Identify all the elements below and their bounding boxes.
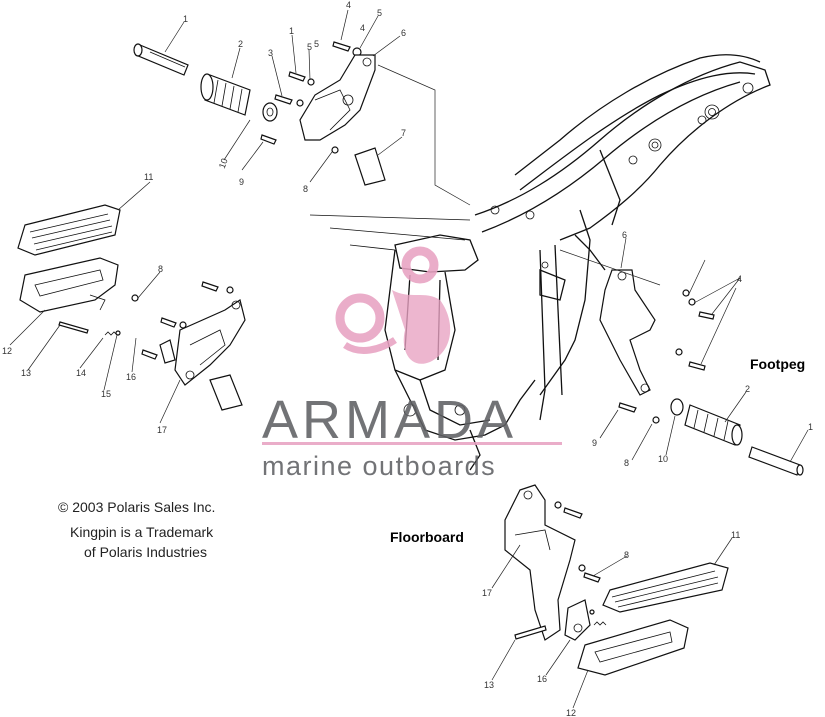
callout-label: 4 — [737, 274, 742, 284]
callout-label: 11 — [731, 530, 740, 540]
callout-label: 14 — [76, 368, 86, 378]
callout-label: 3 — [268, 48, 273, 58]
floorboard-bracket — [504, 484, 591, 641]
hinge-pin — [514, 625, 547, 640]
callout-label: 10 — [658, 454, 668, 464]
trademark-line: Kingpin is a Trademark — [70, 524, 214, 540]
callout-label: 15 — [101, 389, 111, 399]
callout-label: 1 — [289, 26, 294, 36]
washer — [262, 102, 278, 122]
floorboard-group-right — [504, 484, 729, 676]
floorboard-base — [19, 257, 119, 313]
section-label-floorboard: Floorboard — [390, 529, 464, 545]
callout-label: 13 — [484, 680, 494, 690]
callout-label: 1 — [183, 14, 188, 24]
footpeg-bracket — [599, 269, 656, 396]
section-label-footpeg: Footpeg — [750, 356, 805, 372]
floorboard-pad — [602, 562, 729, 613]
spring — [104, 331, 118, 336]
watermark-tagline: marine outboards — [262, 451, 496, 481]
footpeg-group-left — [133, 41, 471, 206]
callout-label: 1 — [808, 422, 813, 432]
pivot-block — [354, 147, 386, 186]
bolt — [332, 41, 351, 52]
callout-label: 2 — [238, 39, 243, 49]
callout-label: 16 — [537, 674, 547, 684]
floorboard-pad — [17, 204, 121, 256]
trademark-line: of Polaris Industries — [84, 544, 207, 560]
callout-label: 11 — [144, 172, 153, 182]
copyright-line: © 2003 Polaris Sales Inc. — [58, 499, 215, 515]
callout-label: 6 — [401, 28, 406, 38]
floorboard-base — [577, 619, 689, 676]
footpeg-bracket — [299, 54, 376, 141]
hinge-pin — [58, 321, 89, 334]
watermark: ARMADA marine outboards — [262, 246, 562, 481]
callout-numbers-footpeg-right: 6 4 2 1 9 8 10 — [592, 230, 813, 468]
callout-label: 7 — [401, 128, 406, 138]
callout-label: 10 — [217, 157, 230, 170]
callout-numbers-floorboard-right: 8 11 17 13 16 12 — [482, 530, 740, 717]
callout-label: 8 — [303, 184, 308, 194]
floorboard-bracket — [159, 299, 246, 411]
bolt — [260, 134, 277, 145]
footpeg-rubber — [200, 73, 251, 116]
callout-leaders — [9, 9, 809, 709]
footpeg-rubber — [684, 404, 743, 446]
footpeg-pin — [133, 43, 189, 76]
callout-label: 2 — [745, 384, 750, 394]
watermark-brand: ARMADA — [262, 390, 517, 450]
callout-label: 12 — [2, 346, 12, 356]
callout-label: 12 — [566, 708, 576, 717]
watermark-logo-mark — [335, 246, 451, 364]
callout-label: 8 — [624, 458, 629, 468]
callout-label: 4 — [360, 23, 365, 33]
callout-label: 8 — [158, 264, 163, 274]
bolt — [288, 71, 306, 82]
washer — [670, 398, 684, 416]
callout-numbers-floorboard-left: 11 12 8 13 14 15 16 17 — [2, 172, 167, 435]
callout-label: 5 — [377, 8, 382, 18]
callout-label: 8 — [624, 550, 629, 560]
callout-label: 13 — [21, 368, 31, 378]
callout-label: 9 — [239, 177, 244, 187]
callout-label: 16 — [126, 372, 136, 382]
callout-label: 17 — [482, 588, 492, 598]
callout-label: 17 — [157, 425, 167, 435]
callout-label: 6 — [622, 230, 627, 240]
callout-label: 5 — [307, 42, 312, 52]
floorboard-group-left — [17, 204, 246, 411]
callout-numbers-footpeg-left: 1 2 3 4 5 1 5 6 10 9 8 7 4 5 — [183, 0, 406, 194]
bolt — [274, 94, 293, 105]
footpeg-group-right — [559, 249, 804, 476]
callout-label: 9 — [592, 438, 597, 448]
watermark-divider — [262, 442, 562, 445]
callout-label: 4 — [346, 0, 351, 10]
callout-label: 5 — [314, 39, 319, 49]
footpeg-pin — [748, 446, 804, 476]
